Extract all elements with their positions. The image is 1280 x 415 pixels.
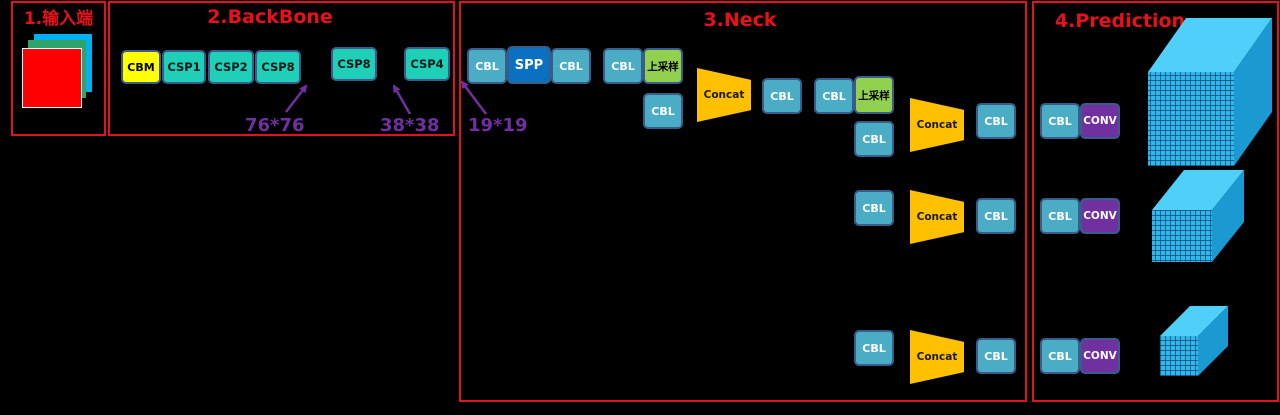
- neck-cbl-9: CBL: [854, 330, 894, 366]
- backbone-frame: [108, 1, 455, 136]
- pred-cbl-3: CBL: [1040, 338, 1080, 374]
- dim-label-76: 76*76: [245, 115, 305, 136]
- grid-cube-small: [1160, 306, 1228, 376]
- concat-1-label: Concat: [703, 89, 745, 101]
- neck-title: 3.Neck: [703, 9, 777, 31]
- prediction-title: 4.Prediction: [1054, 10, 1186, 32]
- arrow-76: [285, 84, 308, 113]
- csp2-block: CSP2: [208, 50, 254, 84]
- csp1-block: CSP1: [162, 50, 206, 84]
- neck-cbl-6: CBL: [814, 78, 854, 114]
- pred-cbl-2: CBL: [1040, 198, 1080, 234]
- input-frame: [11, 1, 106, 136]
- csp4-block: CSP4: [404, 47, 450, 81]
- pred-cbl-1: CBL: [1040, 103, 1080, 139]
- input-layer-red: [22, 48, 82, 108]
- concat-4: Concat: [910, 330, 964, 384]
- neck-cbl-out-1: CBL: [976, 103, 1016, 139]
- backbone-title: 2.BackBone: [207, 6, 333, 28]
- arrow-38: [392, 84, 412, 115]
- prediction-frame: [1032, 1, 1279, 402]
- concat-3-label: Concat: [916, 211, 958, 223]
- concat-2-label: Concat: [916, 119, 958, 131]
- neck-cbl-8: CBL: [854, 190, 894, 226]
- concat-4-label: Concat: [916, 351, 958, 363]
- pred-conv-1: CONV: [1080, 103, 1120, 139]
- neck-cbl-2: CBL: [551, 48, 591, 84]
- input-title: 1.输入端: [23, 9, 94, 29]
- cbm-block: CBM: [121, 50, 161, 84]
- pred-conv-2: CONV: [1080, 198, 1120, 234]
- neck-cbl-out-2: CBL: [976, 198, 1016, 234]
- neck-cbl-5: CBL: [762, 78, 802, 114]
- neck-cbl-out-3: CBL: [976, 338, 1016, 374]
- neck-frame: [459, 1, 1027, 402]
- dim-label-19: 19*19: [468, 115, 528, 136]
- spp-block: SPP: [507, 46, 551, 84]
- neck-cbl-1: CBL: [467, 48, 507, 84]
- neck-cbl-3: CBL: [603, 48, 643, 84]
- arrow-19: [460, 80, 487, 115]
- input-image-stack: [22, 34, 97, 114]
- grid-cube-large: [1148, 18, 1272, 166]
- csp8-block-2: CSP8: [331, 47, 377, 81]
- upsample-block-2: 上采样: [854, 76, 894, 114]
- upsample-block-1: 上采样: [643, 48, 683, 84]
- pred-conv-3: CONV: [1080, 338, 1120, 374]
- neck-cbl-4: CBL: [643, 93, 683, 129]
- dim-label-38: 38*38: [380, 115, 440, 136]
- csp8-block-1: CSP8: [255, 50, 301, 84]
- neck-cbl-7: CBL: [854, 121, 894, 157]
- grid-cube-medium: [1152, 170, 1244, 262]
